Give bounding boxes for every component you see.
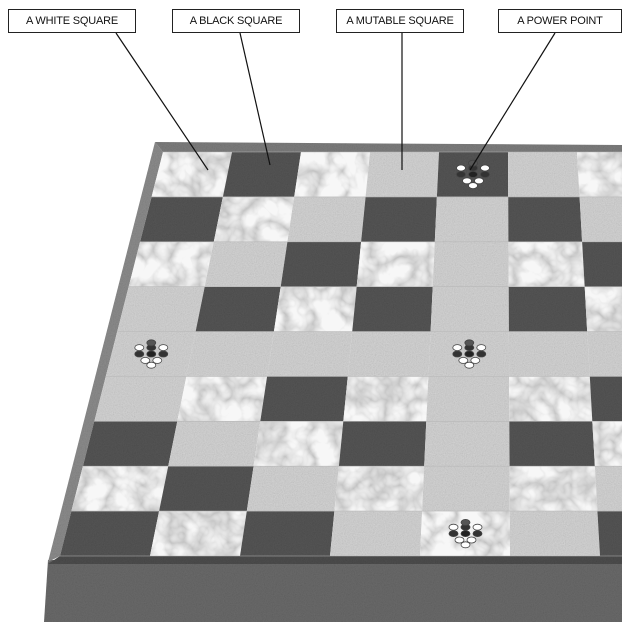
power-point-dot — [461, 542, 470, 548]
black-square[interactable] — [582, 242, 622, 287]
black-square[interactable] — [83, 421, 177, 466]
callout-black-square: A BLACK SQUARE — [172, 9, 300, 33]
frame-bottom-lip — [48, 556, 622, 564]
frame-front — [44, 560, 622, 622]
power-point-dot — [469, 171, 478, 177]
power-point-dot — [453, 351, 462, 357]
power-point-dot — [457, 171, 466, 177]
power-point-dot — [457, 165, 466, 171]
white-square[interactable] — [510, 466, 598, 511]
white-square[interactable] — [509, 376, 592, 421]
mutable-square[interactable] — [348, 332, 431, 377]
power-point-dot — [469, 183, 478, 189]
power-point-dot — [135, 345, 144, 351]
mutable-square[interactable] — [508, 152, 580, 197]
power-point-dot — [481, 165, 490, 171]
callout-power-point: A POWER POINT — [498, 9, 622, 33]
power-point-dot — [147, 362, 156, 368]
black-square[interactable] — [140, 197, 223, 242]
black-square[interactable] — [339, 421, 426, 466]
white-square[interactable] — [343, 376, 428, 421]
mutable-square[interactable] — [330, 511, 422, 556]
white-square[interactable] — [585, 287, 622, 332]
mutable-square[interactable] — [431, 287, 509, 332]
mutable-square[interactable] — [247, 466, 339, 511]
white-square[interactable] — [274, 287, 357, 332]
power-point-dot — [461, 519, 470, 525]
power-point-dot — [147, 340, 156, 346]
mutable-square[interactable] — [587, 332, 622, 377]
mutable-square[interactable] — [510, 511, 600, 556]
power-point-dot — [477, 345, 486, 351]
black-square[interactable] — [509, 287, 588, 332]
white-square[interactable] — [592, 421, 622, 466]
black-square[interactable] — [260, 376, 348, 421]
power-point-dot — [465, 340, 474, 346]
white-square[interactable] — [150, 511, 247, 556]
frame-top — [155, 142, 622, 153]
callout-white-square: A WHITE SQUARE — [8, 9, 136, 33]
power-point-dot — [449, 524, 458, 530]
mutable-square[interactable] — [424, 421, 509, 466]
black-square[interactable] — [352, 287, 433, 332]
white-square[interactable] — [129, 242, 214, 287]
white-square[interactable] — [577, 152, 622, 197]
power-point-dot — [453, 345, 462, 351]
white-square[interactable] — [508, 242, 584, 287]
power-point-dot — [159, 345, 168, 351]
black-square[interactable] — [508, 197, 582, 242]
white-square[interactable] — [334, 466, 424, 511]
mutable-square[interactable] — [205, 242, 288, 287]
white-square[interactable] — [214, 197, 294, 242]
mutable-square[interactable] — [580, 197, 622, 242]
white-square[interactable] — [294, 152, 370, 197]
white-square[interactable] — [71, 466, 168, 511]
mutable-square[interactable] — [435, 197, 509, 242]
mutable-square[interactable] — [94, 376, 186, 421]
white-square[interactable] — [177, 376, 267, 421]
mutable-square[interactable] — [267, 332, 352, 377]
mutable-square[interactable] — [595, 466, 622, 511]
power-point-dot — [481, 171, 490, 177]
power-point-dot — [449, 531, 458, 537]
mutable-square[interactable] — [117, 287, 205, 332]
white-square[interactable] — [152, 152, 232, 197]
black-square[interactable] — [509, 421, 595, 466]
mutable-square[interactable] — [426, 376, 509, 421]
black-square[interactable] — [281, 242, 361, 287]
power-point-dot — [473, 531, 482, 537]
mutable-square[interactable] — [422, 466, 510, 511]
black-square[interactable] — [159, 466, 254, 511]
callout-mutable-square: A MUTABLE SQUARE — [336, 9, 464, 33]
mutable-square[interactable] — [433, 242, 509, 287]
power-point-dot — [135, 351, 144, 357]
black-square[interactable] — [361, 197, 437, 242]
mutable-square[interactable] — [168, 421, 260, 466]
white-square[interactable] — [254, 421, 344, 466]
power-point-dot — [159, 351, 168, 357]
white-square[interactable] — [357, 242, 435, 287]
black-square[interactable] — [60, 511, 159, 556]
mutable-square[interactable] — [287, 197, 365, 242]
black-square[interactable] — [196, 287, 281, 332]
power-point-dot — [473, 524, 482, 530]
power-point-dot — [465, 362, 474, 368]
black-square[interactable] — [590, 376, 622, 421]
power-point-dot — [465, 351, 474, 357]
mutable-square[interactable] — [509, 332, 590, 377]
black-square[interactable] — [223, 152, 301, 197]
black-square[interactable] — [597, 511, 622, 556]
black-square[interactable] — [240, 511, 334, 556]
power-point-dot — [461, 531, 470, 537]
power-point-dot — [477, 351, 486, 357]
power-point-dot — [147, 351, 156, 357]
mutable-square[interactable] — [186, 332, 274, 377]
